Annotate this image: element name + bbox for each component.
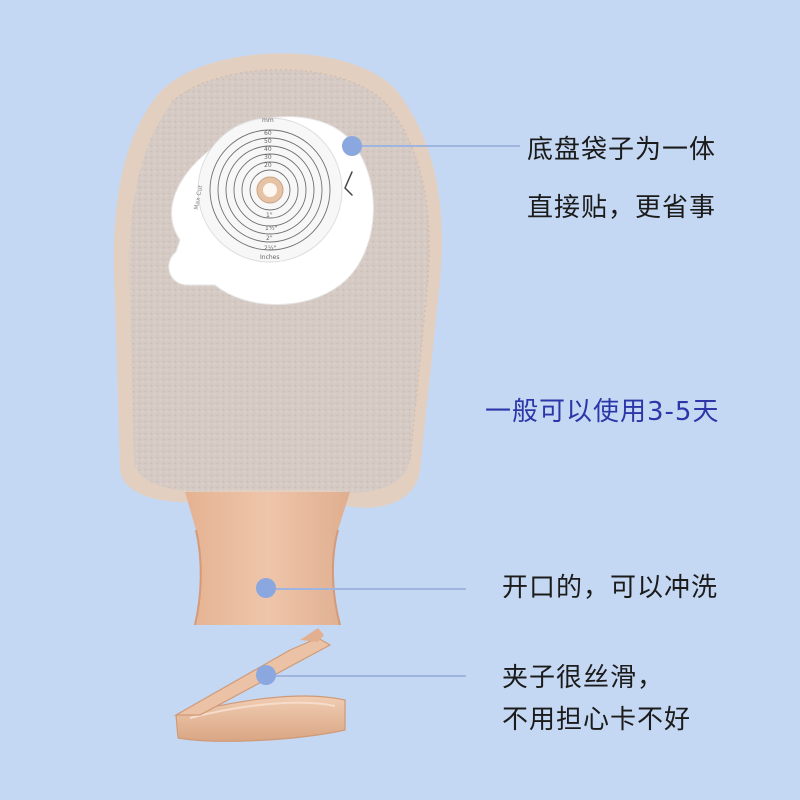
flange-inch-2: 2" (266, 235, 273, 242)
callout-line-baseplate (352, 145, 520, 147)
label-clip-line2: 不用担心卡不好 (502, 705, 692, 735)
closure-clip (173, 628, 346, 742)
flange-inch-2-5: 2½" (264, 245, 277, 252)
flange-tick-40: 40 (264, 146, 272, 153)
flange-unit-bottom: Inches (260, 254, 280, 261)
callout-dot-outlet (256, 578, 276, 598)
callout-dot-clip (256, 665, 276, 685)
label-duration: 一般可以使用3-5天 (485, 397, 720, 427)
flange-tick-60: 60 (264, 130, 272, 137)
flange-tick-50: 50 (264, 138, 272, 145)
flange-unit-top: mm (262, 117, 274, 124)
flange-tick-30: 30 (264, 154, 272, 161)
flange-inch-1: 1" (266, 212, 273, 219)
label-baseplate-line1: 底盘袋子为一体 (527, 135, 717, 165)
flange-cut-text: Max Cut (193, 184, 204, 210)
flange-arrow (344, 171, 353, 196)
flange-inch-1-5: 1½" (265, 225, 278, 232)
label-outlet: 开口的，可以冲洗 (502, 573, 719, 603)
label-clip-line1: 夹子很丝滑， (502, 663, 665, 693)
callout-line-clip (266, 675, 466, 677)
flange-tick-20: 20 (264, 162, 272, 169)
baseplate-flange: mm 60 50 40 30 20 1" 1½" 2" 2½" Inches M… (168, 116, 374, 305)
callout-dot-baseplate (342, 136, 362, 156)
callout-line-outlet (266, 588, 466, 590)
label-baseplate-line2: 直接贴，更省事 (527, 193, 717, 223)
drainage-outlet (185, 492, 350, 625)
